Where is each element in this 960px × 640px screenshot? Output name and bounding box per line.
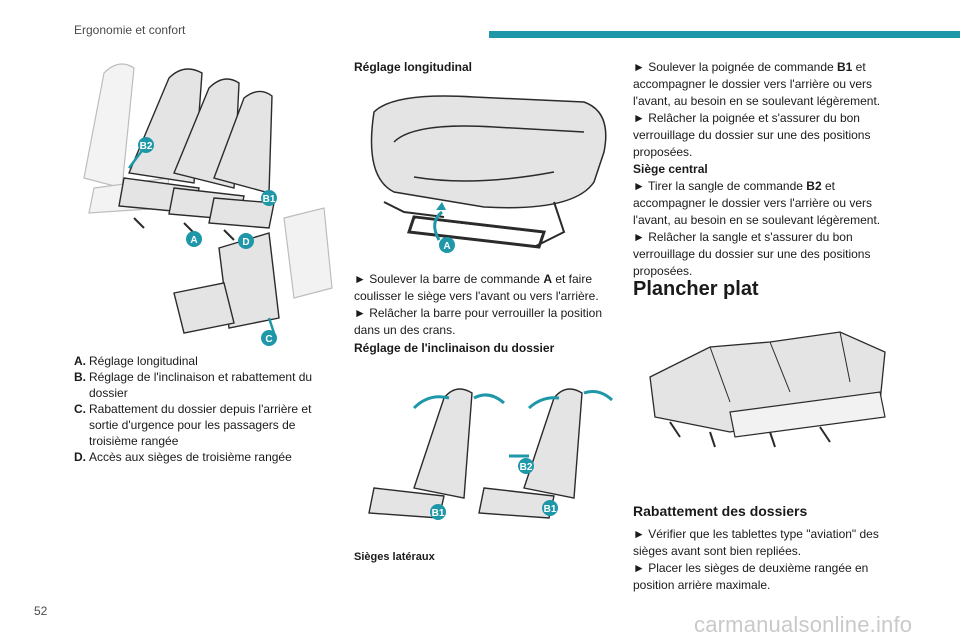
callout-D: D (238, 233, 254, 249)
recline-adjust-illustration: B1 B2 B1 (354, 378, 616, 528)
svg-text:D: D (242, 237, 249, 248)
flat-floor-illustration (640, 322, 895, 462)
callout-B1-left: B1 (430, 504, 446, 520)
callout-A-longitudinal: A (439, 237, 455, 253)
longitudinal-adjust-illustration: A (354, 82, 616, 262)
legend-item-c: C. Rabattement du dossier depuis l'arriè… (74, 402, 312, 448)
figure-caption-sieges-lateraux: Sièges latéraux (354, 551, 435, 563)
svg-text:B2: B2 (140, 141, 153, 152)
heading-reglage-longitudinal: Réglage longitudinal (354, 60, 473, 74)
svg-text:B1: B1 (544, 504, 557, 515)
svg-text:C: C (265, 334, 272, 345)
svg-text:B1: B1 (432, 508, 445, 519)
legend-item-a: A. Réglage longitudinal (74, 354, 198, 368)
header-section-title: Ergonomie et confort (74, 23, 186, 37)
title-plancher-plat: Plancher plat (633, 278, 759, 300)
svg-text:A: A (443, 241, 450, 252)
subheading-siege-central: Siège central (633, 162, 708, 176)
svg-text:B1: B1 (263, 194, 276, 205)
section-rabattement-dossiers: Rabattement des dossiers (633, 503, 808, 519)
folding-instructions: ► Vérifier que les tablettes type "aviat… (633, 527, 879, 592)
legend-item-b: B. Réglage de l'inclinaison et rabatteme… (74, 370, 313, 400)
header-accent-bar (489, 31, 960, 38)
callout-B1-right: B1 (542, 500, 558, 516)
heading-inclinaison: Réglage de l'inclinaison du dossier (354, 341, 555, 355)
callout-B2-right: B2 (518, 458, 534, 474)
watermark: carmanualsonline.info (694, 612, 913, 637)
callout-B1: B1 (261, 190, 277, 206)
callout-C: C (261, 330, 277, 346)
figure-legend: A. Réglage longitudinal B. Réglage de l'… (74, 353, 324, 465)
page-number: 52 (34, 604, 48, 618)
svg-text:B2: B2 (520, 462, 533, 473)
callout-B2: B2 (138, 137, 154, 153)
seats-overview-illustration: B2 B1 A D C (74, 48, 336, 348)
svg-text:A: A (190, 235, 197, 246)
recline-instructions: ► Soulever la poignée de commande B1 et … (633, 59, 895, 280)
legend-item-d: D. Accès aux sièges de troisième rangée (74, 450, 292, 464)
longitudinal-instructions: ► Soulever la barre de commande A et fai… (354, 272, 602, 337)
callout-A: A (186, 231, 202, 247)
